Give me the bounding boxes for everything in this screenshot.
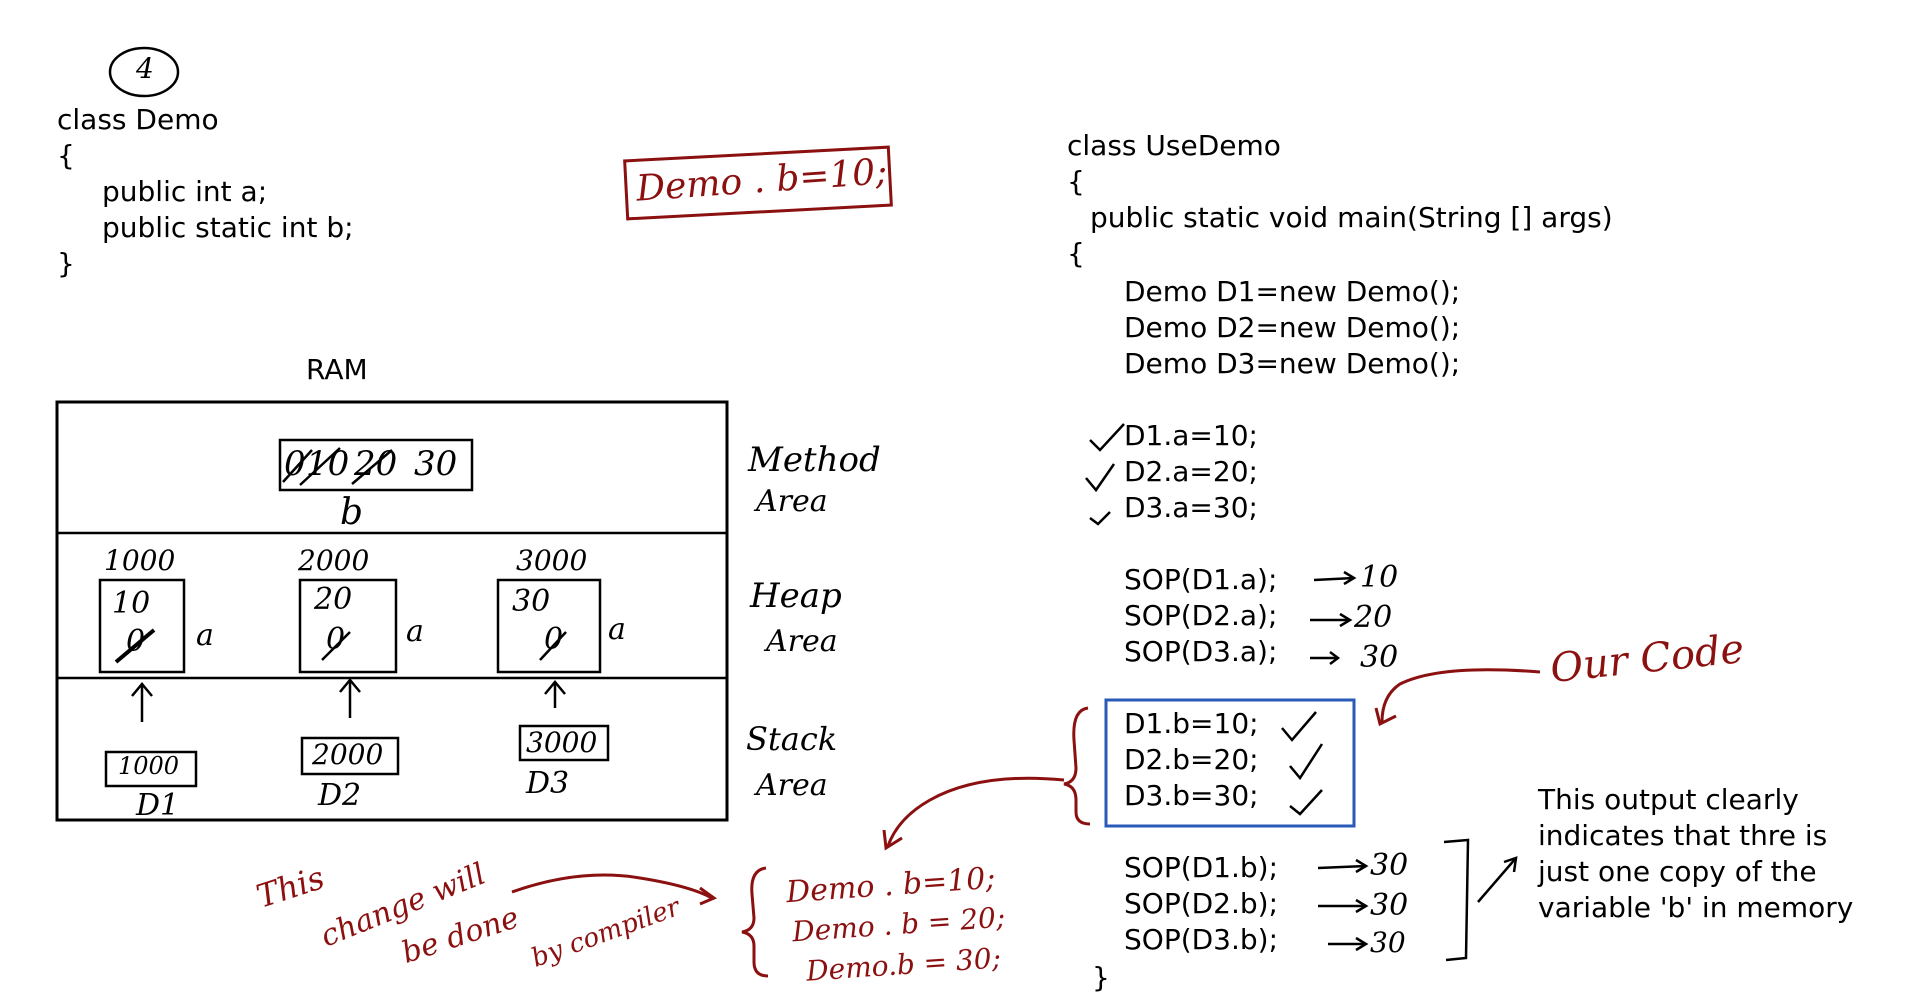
our-code-brace xyxy=(1063,706,1091,826)
brace-to-compiler-arrow xyxy=(882,776,1065,851)
strike-10 xyxy=(299,447,341,486)
explanation-line-4: variable 'b' in memory xyxy=(1538,891,1854,924)
heap-object-3-box xyxy=(496,578,602,674)
our-code-arrow xyxy=(1374,668,1541,727)
ram-box xyxy=(55,400,729,822)
heap-2-field: a xyxy=(406,614,424,649)
creation-3: Demo D3=new Demo(); xyxy=(1124,347,1461,380)
b-print-3-code: SOP(D3.b); xyxy=(1124,923,1279,956)
usedemo-header-2: { xyxy=(1067,165,1085,198)
creation-1: Demo D1=new Demo(); xyxy=(1124,275,1461,308)
heap-object-1-box xyxy=(98,578,186,674)
heap-area-label-1: Heap xyxy=(750,576,842,616)
b-assign-3: D3.b=30; xyxy=(1124,779,1259,812)
stack-ref-3-name: D3 xyxy=(526,766,570,801)
b-print-2-code: SOP(D2.b); xyxy=(1124,887,1279,920)
stack-ref-3-box xyxy=(518,724,610,762)
b-prints-bracket xyxy=(1443,838,1470,962)
stack-to-heap-arrows xyxy=(131,678,566,722)
a-assign-1: D1.a=10; xyxy=(1124,419,1258,452)
step-number: 4 xyxy=(136,52,154,85)
class-demo-line-1: class Demo xyxy=(57,103,219,136)
stack-ref-1-name: D1 xyxy=(136,788,180,823)
stack-area-label-2: Area xyxy=(756,768,828,803)
a-assign-3: D3.a=30; xyxy=(1124,491,1258,524)
stack-ref-2-name: D2 xyxy=(318,778,362,813)
heap-1-b-slot: 0 xyxy=(126,624,146,659)
creation-2: Demo D2=new Demo(); xyxy=(1124,311,1461,344)
stack-ref-3-value: 3000 xyxy=(526,726,598,759)
b-value-10: 10 xyxy=(306,444,350,484)
heap-2-b-strike xyxy=(321,631,351,661)
b-print-2-output: 30 xyxy=(1370,888,1409,923)
method-area-label-1: Method xyxy=(748,440,881,480)
class-demo-line-2: { xyxy=(57,139,75,172)
a-assign-checkmarks xyxy=(1085,423,1125,526)
a-print-2-output: 20 xyxy=(1354,600,1393,635)
heap-3-a-value: 30 xyxy=(512,584,551,619)
b-print-1-output: 30 xyxy=(1370,848,1409,883)
b-value-0: 0 xyxy=(284,444,306,484)
usedemo-header-4: { xyxy=(1067,237,1085,270)
b-assign-2: D2.b=20; xyxy=(1124,743,1259,776)
ram-title: RAM xyxy=(306,353,368,386)
b-assign-1: D1.b=10; xyxy=(1124,707,1259,740)
usedemo-header-3: public static void main(String [] args) xyxy=(1090,201,1613,234)
stack-area-label-1: Stack xyxy=(746,720,838,758)
stack-ref-1-value: 1000 xyxy=(118,752,180,780)
heap-3-field: a xyxy=(608,612,626,647)
heap-1-b-strike xyxy=(114,628,156,664)
b-label: b xyxy=(340,492,364,533)
explanation-line-2: indicates that thre is xyxy=(1538,819,1828,852)
b-output-arrows xyxy=(1317,858,1369,952)
static-note-box xyxy=(623,145,893,221)
b-assign-checkmarks xyxy=(1281,711,1324,816)
explanation-line-3: just one copy of the xyxy=(1538,855,1817,888)
strike-20 xyxy=(351,449,393,485)
class-demo-line-4: public static int b; xyxy=(102,211,354,244)
explanation-arrow xyxy=(1477,856,1518,903)
b-value-box xyxy=(278,438,474,492)
usedemo-closing: } xyxy=(1092,961,1110,994)
compiler-code-brace xyxy=(741,866,769,978)
method-area-label-2: Area xyxy=(756,484,828,519)
a-print-3-code: SOP(D3.a); xyxy=(1124,635,1278,668)
heap-1-a-value: 10 xyxy=(112,586,151,621)
b-print-1-code: SOP(D1.b); xyxy=(1124,851,1279,884)
class-demo-line-3: public int a; xyxy=(102,175,268,208)
heap-area-label-2: Area xyxy=(766,624,838,659)
strike-0 xyxy=(282,449,313,483)
usedemo-header-1: class UseDemo xyxy=(1067,129,1281,162)
our-code-highlight-box xyxy=(1104,698,1356,828)
class-demo-line-5: } xyxy=(57,247,75,280)
heap-3-address: 3000 xyxy=(516,544,588,577)
heap-2-address: 2000 xyxy=(298,544,370,577)
a-print-2-code: SOP(D2.a); xyxy=(1124,599,1278,632)
heap-3-b-slot: 0 xyxy=(544,622,564,657)
a-print-3-output: 30 xyxy=(1360,640,1399,675)
heap-3-b-strike xyxy=(539,631,567,661)
heap-1-field: a xyxy=(196,618,214,653)
b-value-20: 20 xyxy=(354,444,398,484)
b-print-3-output: 30 xyxy=(1370,926,1406,959)
a-print-1-code: SOP(D1.a); xyxy=(1124,563,1278,596)
heap-object-2-box xyxy=(298,578,398,674)
a-output-arrows xyxy=(1310,570,1357,665)
a-print-1-output: 10 xyxy=(1360,560,1399,595)
stack-ref-1-box xyxy=(104,750,198,788)
heap-1-address: 1000 xyxy=(104,544,176,577)
compiler-text-arrow xyxy=(511,873,718,906)
stack-ref-2-value: 2000 xyxy=(312,738,384,771)
heap-2-a-value: 20 xyxy=(314,582,353,617)
step-circle xyxy=(108,46,180,98)
stack-ref-2-box xyxy=(300,736,400,776)
a-assign-2: D2.a=20; xyxy=(1124,455,1258,488)
heap-2-b-slot: 0 xyxy=(326,622,346,657)
explanation-line-1: This output clearly xyxy=(1538,783,1799,816)
b-value-30: 30 xyxy=(414,444,458,484)
